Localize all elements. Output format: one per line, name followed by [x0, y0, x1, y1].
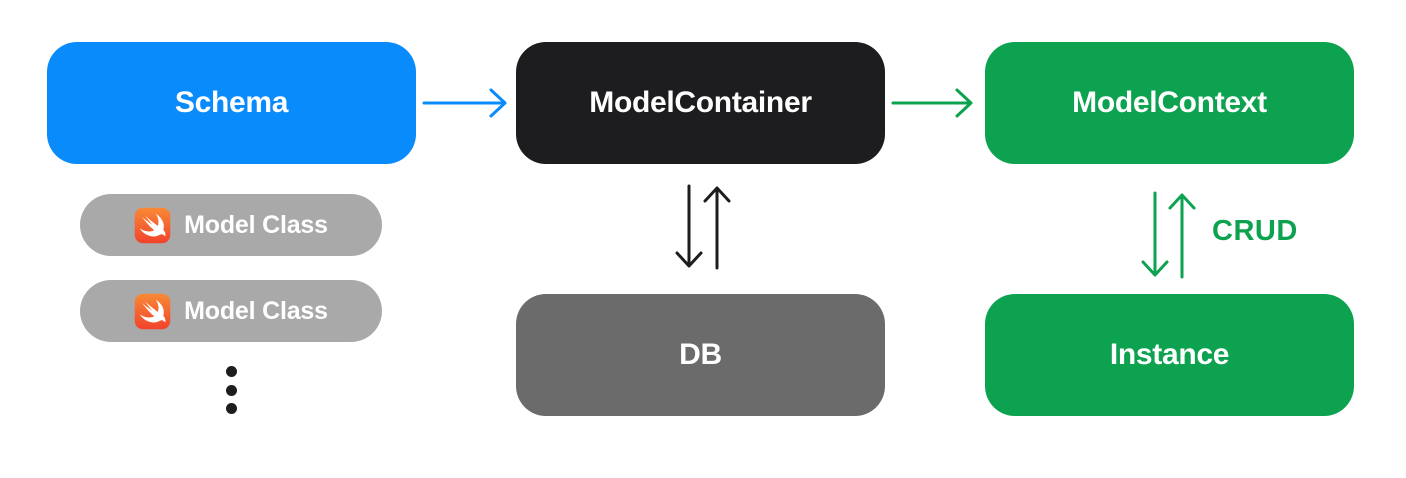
instance-box-label: Instance	[1109, 338, 1230, 371]
swift-icon	[134, 207, 171, 244]
swift-icon	[134, 293, 171, 330]
dot	[225, 403, 237, 414]
db-box: DB	[516, 294, 885, 416]
modelcontext-to-instance-down-arrow	[1141, 191, 1169, 277]
dot	[225, 384, 237, 396]
crud-label: CRUD	[1212, 215, 1298, 247]
model-class-label: Model Class	[184, 296, 328, 325]
db-to-modelcontainer-up-arrow	[703, 186, 731, 270]
db-box-label: DB	[679, 338, 722, 371]
model-context-box: ModelContext	[985, 42, 1354, 164]
model-class-label: Model Class	[184, 210, 328, 239]
model-container-box-label: ModelContainer	[589, 86, 812, 119]
ellipsis-dots	[224, 366, 238, 414]
model-class-pill: Model Class	[80, 280, 382, 342]
dot	[225, 366, 237, 377]
instance-box: Instance	[985, 294, 1354, 416]
instance-to-modelcontext-up-arrow	[1168, 193, 1196, 279]
schema-box-label: Schema	[174, 86, 289, 119]
schema-to-modelcontainer-arrow	[422, 88, 507, 118]
model-container-box: ModelContainer	[516, 42, 885, 164]
model-context-box-label: ModelContext	[1072, 86, 1267, 119]
modelcontainer-to-modelcontext-arrow	[891, 88, 973, 118]
modelcontainer-to-db-down-arrow	[675, 184, 703, 268]
schema-box: Schema	[47, 42, 416, 164]
model-class-pill: Model Class	[80, 194, 382, 256]
